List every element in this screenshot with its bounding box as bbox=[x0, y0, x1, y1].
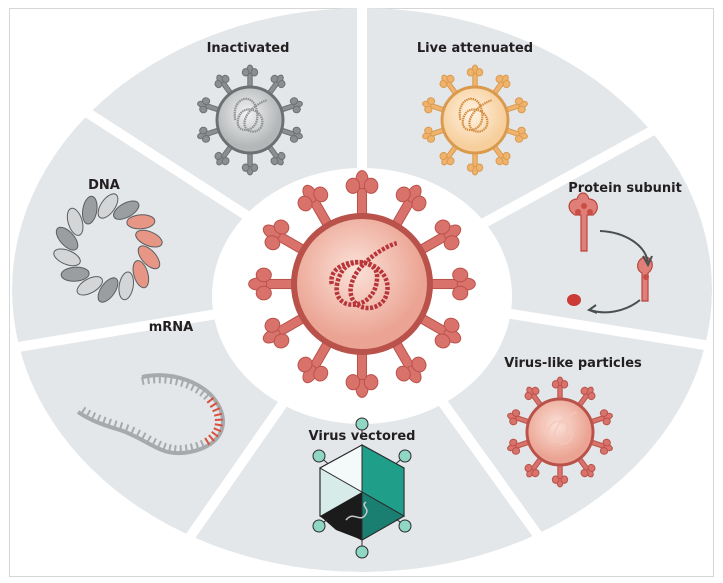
label-virus-like-particles: Virus-like particles bbox=[504, 356, 642, 371]
live-attenuated-virus-icon bbox=[422, 64, 528, 176]
inactivated-virus-icon bbox=[197, 64, 303, 176]
label-virus-vectored: Virus vectored bbox=[309, 429, 416, 444]
pathogen-virus-icon bbox=[248, 170, 476, 398]
label-protein-subunit: Protein subunit bbox=[568, 181, 682, 196]
label-inactivated: Inactivated bbox=[207, 41, 290, 56]
label-dna: DNA bbox=[88, 178, 120, 193]
viral-vector-icon bbox=[312, 417, 412, 559]
mrna-strand-icon bbox=[76, 373, 225, 456]
virus-like-particle-icon bbox=[507, 376, 613, 488]
dna-plasmid-icon bbox=[53, 193, 163, 303]
label-live-attenuated: Live attenuated bbox=[417, 41, 533, 56]
label-mrna: mRNA bbox=[149, 320, 194, 335]
protein-subunit-icon bbox=[567, 192, 653, 314]
